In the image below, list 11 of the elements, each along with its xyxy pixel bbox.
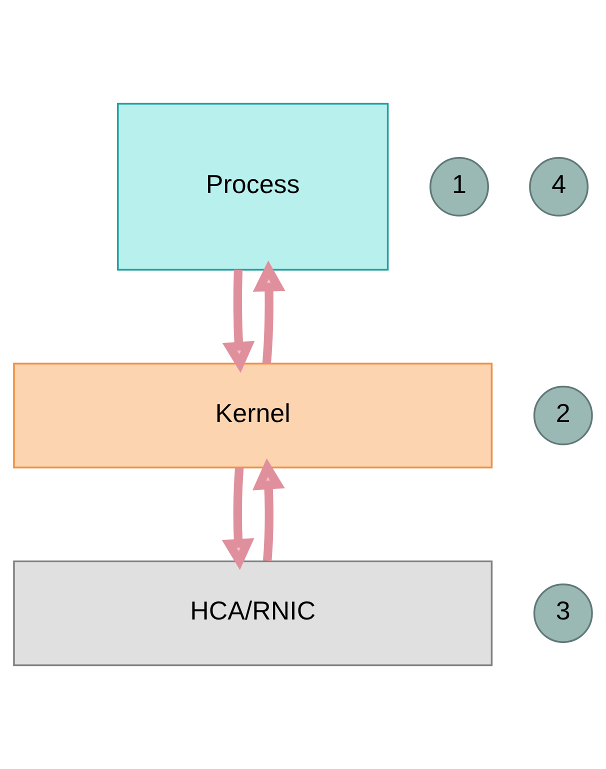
node-circle: 3 xyxy=(533,584,593,643)
node-box: Kernel xyxy=(13,362,493,468)
arrow xyxy=(252,458,285,562)
node-circle: 1 xyxy=(430,157,489,216)
node-circle: 4 xyxy=(529,157,589,216)
node-circle: 2 xyxy=(533,386,593,446)
arrow xyxy=(222,270,255,373)
arrow xyxy=(252,260,286,364)
node-box: HCA/RNIC xyxy=(13,560,493,666)
arrow xyxy=(222,467,254,570)
node-box: Process xyxy=(117,102,389,271)
